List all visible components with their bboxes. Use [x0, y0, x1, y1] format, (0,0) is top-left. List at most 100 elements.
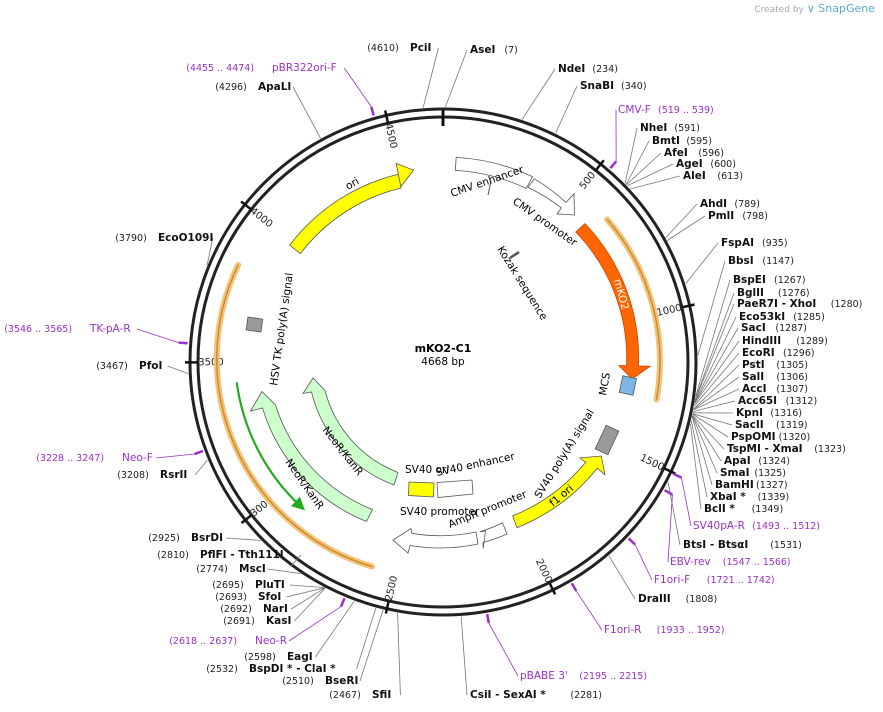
- site-name: ApaLI: [258, 81, 291, 93]
- site-name: EagI: [287, 651, 313, 663]
- site-position: (1287): [775, 323, 807, 334]
- primer-mark-f1ori-f: [627, 537, 636, 546]
- primer-line: [575, 590, 603, 631]
- primer-position: (3228 .. 3247): [36, 453, 104, 464]
- site-position: (1280): [831, 299, 863, 310]
- site-csii-sexai: CsiI - SexAI *(2281): [470, 689, 602, 701]
- site-name: BglII: [737, 287, 764, 299]
- sv40-ori-label: SV40 ori: [405, 464, 449, 476]
- site-pspomi: PspOMI(1320): [731, 431, 810, 443]
- site-position: (1306): [776, 372, 808, 383]
- site-name: KasI: [266, 615, 291, 627]
- primer-mark-cmv-f: [609, 160, 618, 170]
- site-bsrdi: BsrDI(2925): [148, 532, 223, 544]
- site-position: (1324): [758, 456, 790, 467]
- tick-label-3500: 3500: [198, 357, 223, 368]
- site-line-afei: [626, 152, 662, 186]
- primer-mark-neo-r: [339, 597, 346, 608]
- site-name: AleI: [683, 170, 706, 182]
- site-ecori: EcoRI(1296): [742, 347, 815, 359]
- site-msci: MscI(2774): [196, 563, 266, 575]
- site-position: (591): [674, 123, 700, 134]
- site-position: (1267): [774, 275, 806, 286]
- tick-4000: [240, 200, 252, 211]
- primer-name: EBV-rev: [670, 556, 711, 568]
- site-line-asei: [445, 49, 468, 108]
- primer-line: [488, 622, 519, 677]
- site-psti: PstI(1305): [742, 359, 808, 371]
- site-position: (1349): [752, 504, 784, 515]
- site-name: AseI: [470, 44, 495, 56]
- primer-mark-f1ori-r: [570, 582, 578, 592]
- site-acci: AccI(1307): [742, 383, 808, 395]
- tick-2500: [384, 600, 390, 614]
- tick-3000: [240, 513, 253, 525]
- site-line-agei: [627, 163, 674, 187]
- site-line-sali: [693, 376, 740, 410]
- tick-label-4500: 4500: [382, 122, 398, 149]
- sv40-ori-feature: [408, 481, 435, 498]
- site-bcli: BclI * (1349): [704, 503, 783, 515]
- site-position: (3208): [117, 470, 149, 481]
- primer-position: (1547 .. 1566): [723, 557, 791, 568]
- primer-line: [667, 494, 673, 563]
- site-line-kasi: [294, 587, 326, 622]
- primer-mark-sv40pa-r: [672, 472, 682, 479]
- primer-marks: [178, 106, 682, 624]
- site-pluti: PluTI(2695): [212, 579, 285, 591]
- creator-prefix: Created by: [754, 5, 804, 15]
- site-position: (1323): [814, 444, 846, 455]
- site-eagi: EagI(2598): [244, 651, 312, 663]
- cmv-enhancer-pointer: [487, 180, 492, 196]
- site-position: (1296): [783, 348, 815, 359]
- site-position: (2510): [282, 676, 314, 687]
- site-rsrii: RsrII(3208): [117, 469, 187, 481]
- primer-line: [634, 544, 653, 581]
- site-name: BbsI: [728, 255, 754, 267]
- site-line-bmti: [625, 140, 650, 185]
- primer-mark-ebv-rev: [663, 489, 674, 496]
- primer-f1ori-r: F1ori-R(1933 .. 1952): [575, 590, 725, 636]
- neo-orf-track: [213, 261, 376, 570]
- site-position: (3467): [96, 361, 128, 372]
- site-kpni: KpnI(1316): [736, 407, 802, 419]
- site-line-alei: [630, 175, 681, 190]
- site-line-xbai: [690, 420, 708, 498]
- site-line-acci: [693, 388, 740, 411]
- mko2-feature: [575, 223, 652, 380]
- primer-mark-tk-pa-r: [178, 341, 188, 345]
- site-line-bcli: [689, 423, 702, 510]
- site-name: PciI: [410, 42, 431, 54]
- primer-position: (4455 .. 4474): [186, 63, 254, 74]
- site-name: FspAI: [721, 237, 754, 249]
- hsv-tk-polya-feature: [245, 316, 264, 333]
- site-line-pluti: [289, 584, 324, 588]
- site-apali: ApaLI(4296): [215, 81, 291, 93]
- site-name: AccI: [742, 383, 766, 395]
- site-snabi: SnaBI(340): [580, 80, 647, 92]
- primer-name: SV40pA-R: [693, 520, 745, 532]
- site-line-fspai: [685, 242, 719, 284]
- site-line-pmli: [666, 215, 706, 241]
- primer-position: (2195 .. 2215): [579, 671, 647, 682]
- site-name: BclI *: [704, 503, 735, 515]
- primer-pbr322ori-f: pBR322ori-F(4455 .. 4474): [186, 62, 372, 108]
- site-line-apali: [292, 86, 321, 139]
- site-name: SacI: [741, 322, 766, 334]
- primer-name: F1ori-F: [654, 574, 690, 586]
- primer-line: [288, 606, 342, 642]
- site-position: (1319): [776, 420, 808, 431]
- site-position: (234): [592, 64, 618, 75]
- site-bglii: BglII(1276): [737, 287, 810, 299]
- primer-position: (3546 .. 3565): [4, 324, 72, 335]
- site-name: SalI: [742, 371, 764, 383]
- site-name: Eco53kI: [739, 311, 785, 323]
- primer-position: (2618 .. 2637): [169, 636, 237, 647]
- site-position: (1531): [770, 540, 802, 551]
- neo-orf-line: [216, 264, 373, 568]
- primer-tk-pa-r: TK-pA-R(3546 .. 3565): [4, 323, 179, 343]
- site-name: PspOMI: [731, 431, 776, 443]
- primer-line: [681, 477, 692, 527]
- site-position: (1147): [762, 256, 794, 267]
